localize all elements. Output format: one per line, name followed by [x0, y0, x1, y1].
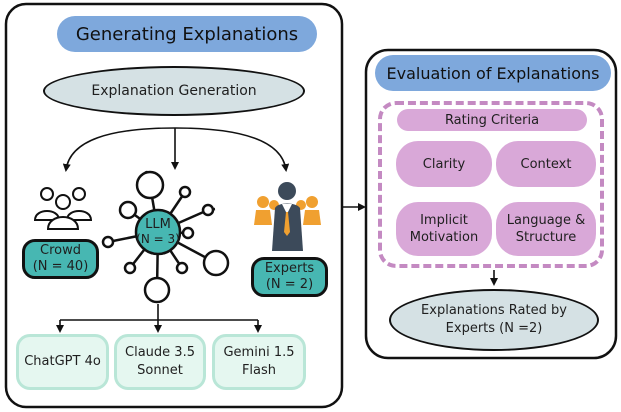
criterion-implicit-motivation: Implicit Motivation [396, 202, 492, 256]
crowd-icon [33, 187, 93, 230]
explanations-rated-line1: Explanations Rated by [421, 303, 567, 318]
explanation-generation-oval: Explanation Generation [43, 66, 305, 116]
model-chatgpt-line1: ChatGPT 4o [24, 354, 101, 369]
criterion-language-structure: Language & Structure [496, 202, 596, 256]
llm-label-block: LLM (N = 3) [128, 214, 188, 250]
evaluation-title: Evaluation of Explanations [386, 63, 600, 83]
arrow-to-crowd [62, 127, 176, 172]
experts-count: (N = 2) [265, 277, 314, 292]
explanations-rated-line2: Experts (N =2) [445, 321, 543, 336]
model-gemini-line2: Flash [241, 363, 277, 378]
model-gemini-line1: Gemini 1.5 [223, 345, 295, 360]
criterion-implicit-line2: Motivation [409, 230, 479, 245]
model-claude-line2: Sonnet [137, 363, 183, 378]
crowd-label: Crowd [40, 243, 81, 258]
arrow-to-experts [174, 127, 290, 172]
experts-label: Experts [264, 261, 315, 276]
model-claude: Claude 3.5 Sonnet [114, 334, 206, 390]
experts-box: Experts (N = 2) [251, 257, 328, 297]
experts-icon [254, 182, 321, 251]
criterion-clarity: Clarity [396, 141, 492, 187]
criterion-language-line2: Structure [515, 230, 577, 245]
llm-network-icon [101, 170, 230, 304]
rating-criteria-label: Rating Criteria [444, 112, 540, 128]
crowd-box: Crowd (N = 40) [22, 239, 99, 279]
criterion-clarity-label: Clarity [422, 156, 466, 172]
explanations-rated-oval: Explanations Rated by Experts (N =2) [389, 289, 599, 351]
llm-hub-circle [134, 208, 182, 256]
criterion-context: Context [496, 141, 596, 187]
generating-title: Generating Explanations [75, 23, 299, 45]
model-gemini: Gemini 1.5 Flash [212, 334, 306, 390]
rating-criteria-pill: Rating Criteria [397, 109, 587, 131]
generating-title-pill: Generating Explanations [57, 16, 317, 52]
explanation-generation-label: Explanation Generation [91, 83, 257, 99]
llm-label: LLM [145, 217, 171, 232]
criterion-language-line1: Language & [506, 213, 586, 228]
evaluation-title-pill: Evaluation of Explanations [375, 55, 611, 91]
crowd-count: (N = 40) [32, 259, 89, 274]
model-claude-line1: Claude 3.5 [125, 345, 195, 360]
llm-count: (N = 3) [136, 232, 180, 246]
criterion-context-label: Context [520, 156, 572, 172]
rating-criteria-group [378, 101, 604, 268]
model-tree-arrows [56, 304, 262, 333]
criterion-implicit-line1: Implicit [420, 213, 468, 228]
model-chatgpt: ChatGPT 4o [16, 334, 109, 390]
